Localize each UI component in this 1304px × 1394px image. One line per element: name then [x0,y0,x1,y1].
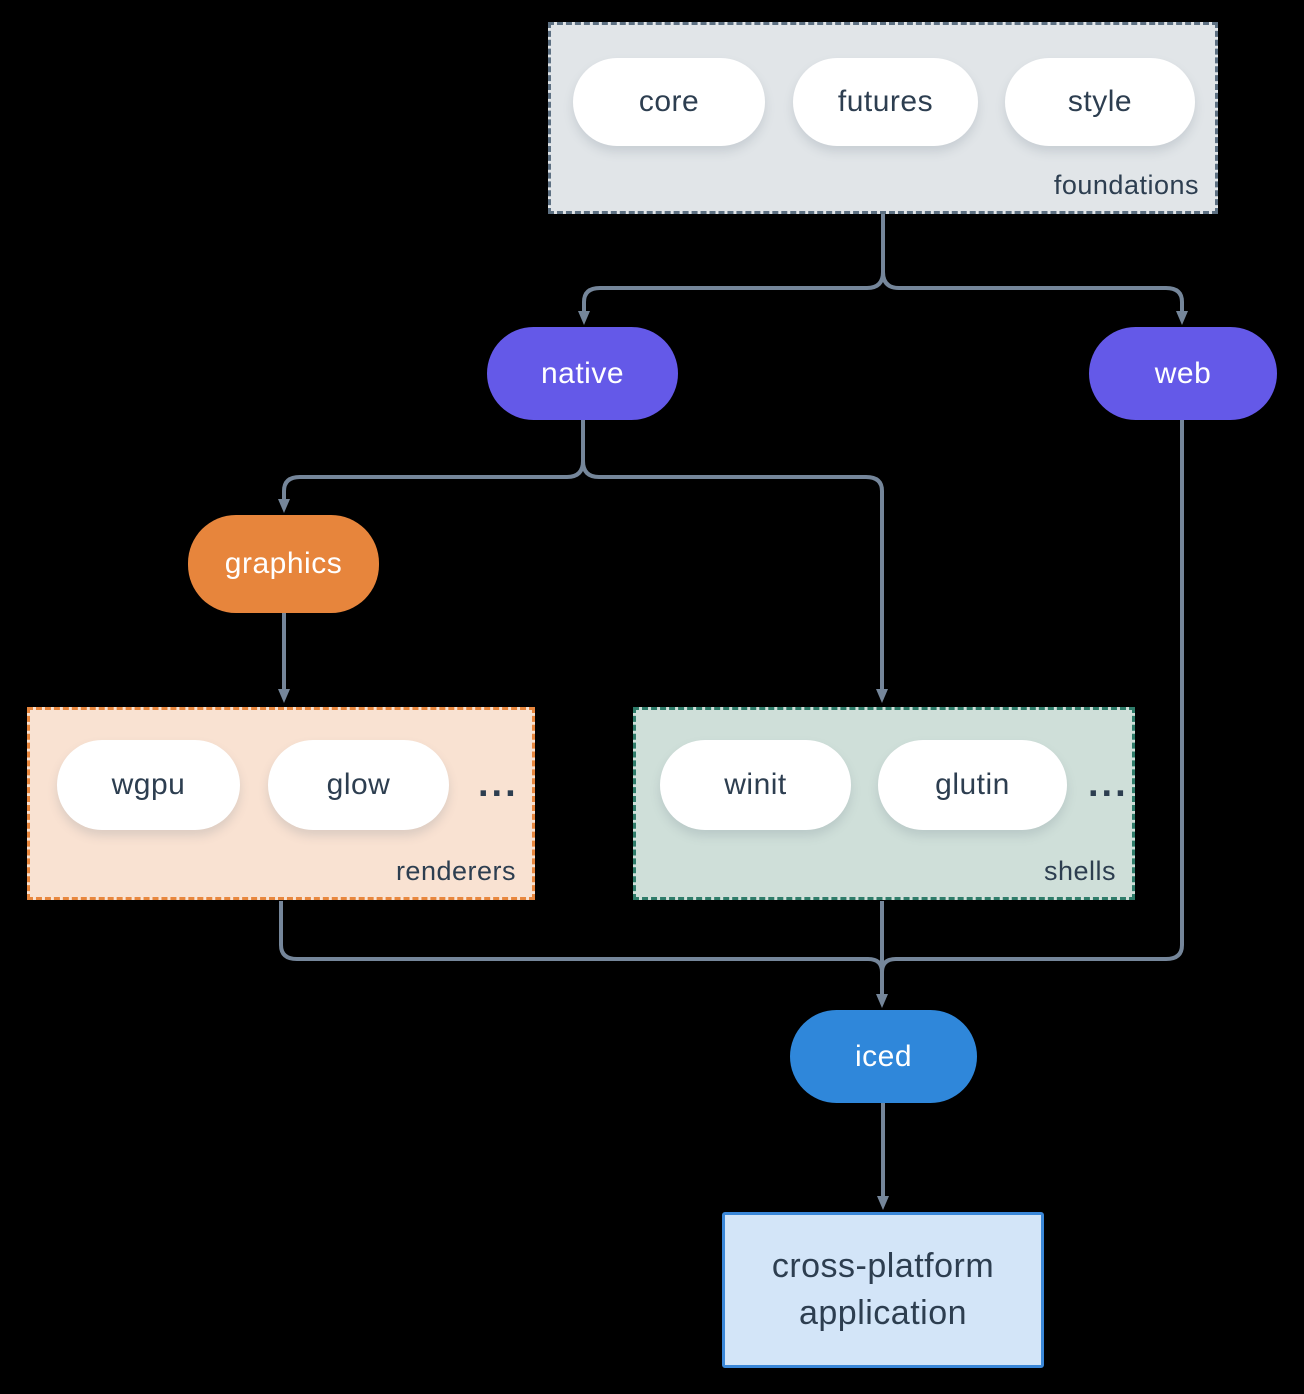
group-label-renderers: renderers [395,856,516,886]
node-futures: futures [793,58,978,146]
node-glow: glow [268,740,449,830]
renderers-ellipsis: ... [478,763,519,805]
edge-native-shells [581,420,888,703]
group-label-shells: shells [1043,856,1116,886]
edge-foundations-web [881,214,1188,325]
application-label-line1: cross-platform [771,1247,995,1285]
group-shells: winit glutin ... shells [633,707,1135,900]
node-core: core [573,58,765,146]
group-foundations: core futures style foundations [548,22,1218,214]
node-winit: winit [660,740,851,830]
node-iced: iced [790,1010,977,1103]
shells-ellipsis: ... [1088,763,1129,805]
node-glutin: glutin [878,740,1067,830]
node-cross-platform-application: cross-platform application [722,1212,1044,1368]
group-renderers: wgpu glow ... renderers [27,707,535,900]
node-native: native [487,327,678,420]
node-wgpu: wgpu [57,740,240,830]
node-graphics: graphics [188,515,379,613]
group-label-foundations: foundations [1053,170,1199,200]
application-label-line2: application [798,1294,968,1332]
edge-native-graphics [278,420,585,513]
edge-renderers-merge [279,901,884,973]
node-style: style [1005,58,1195,146]
edge-foundations-native [578,214,885,325]
node-web: web [1089,327,1277,420]
